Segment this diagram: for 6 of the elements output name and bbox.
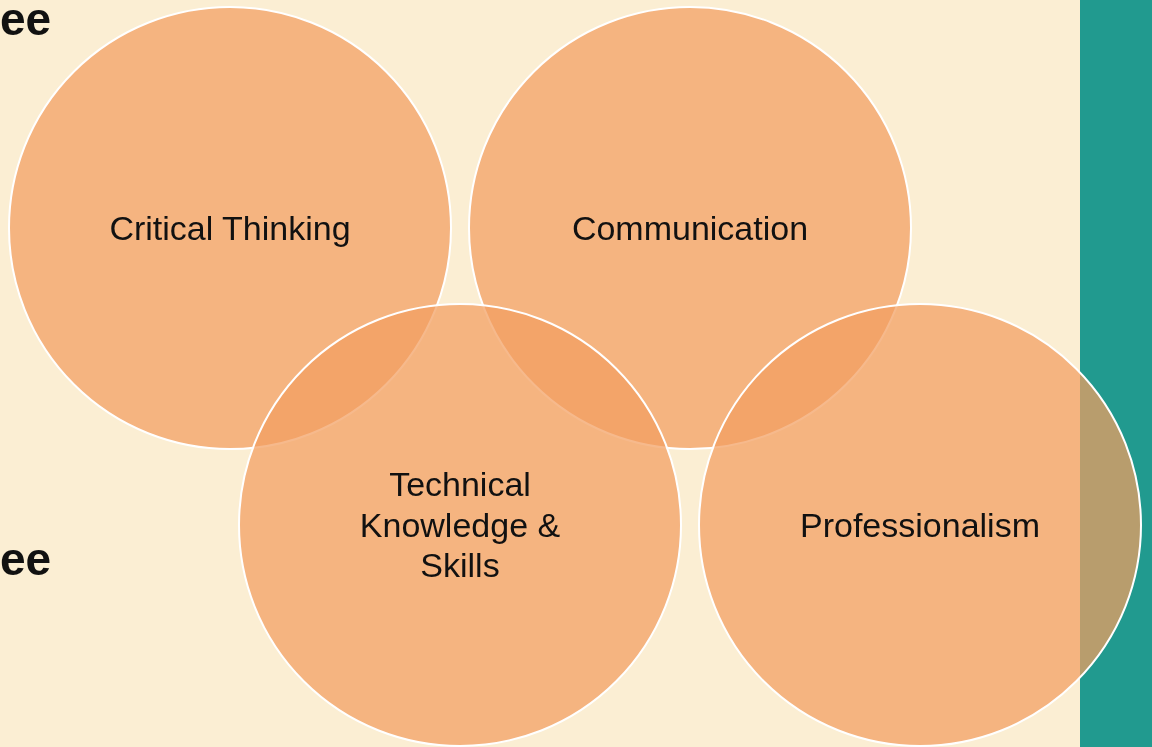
circle-label: Communication (571, 207, 809, 249)
heading-fragment: ee (0, 0, 52, 46)
circle-label: Critical Thinking (109, 207, 351, 249)
circle-label: Professionalism (800, 504, 1040, 546)
circle-label: Technical Knowledge & Skills (358, 463, 562, 587)
heading-fragment: ee (0, 532, 52, 586)
